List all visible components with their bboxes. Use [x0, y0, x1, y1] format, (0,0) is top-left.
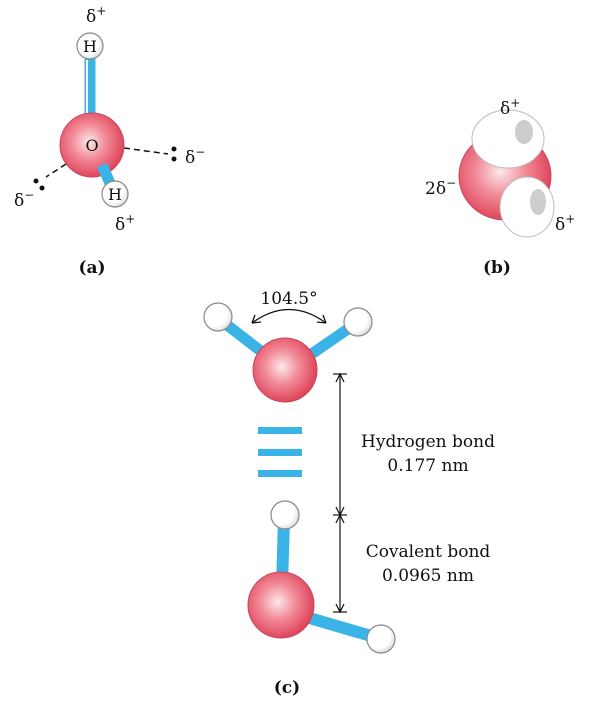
charge-top: δ+ [86, 4, 106, 27]
lone-pair-right [123, 146, 177, 162]
hydrogen-space-filling-top [471, 109, 545, 169]
hydrogen-label-bottom: H [108, 185, 122, 204]
hydrogen-bond-label: Hydrogen bond [361, 432, 495, 452]
hydrogen-bond-length: 0.177 nm [387, 456, 468, 476]
charge-bottom: δ+ [115, 212, 135, 235]
hydrogen-space-filling-bottom [499, 176, 555, 238]
hydrogen-atom-bottom [101, 180, 129, 208]
hydrogen-atom-top-left [203, 302, 233, 332]
oxygen-atom-bottom [247, 571, 315, 639]
charge-top: δ+ [500, 96, 520, 119]
dimension-lines [333, 372, 347, 614]
lone-pair-left [33, 163, 67, 191]
angle-arc [251, 308, 327, 324]
hydrogen-atom-top-right [343, 307, 373, 337]
covalent-bond-length: 0.0965 nm [382, 566, 474, 586]
panel-a: O H H δ+ δ+ δ− δ− (a) [14, 4, 205, 278]
oxygen-atom [59, 112, 125, 178]
charge-bottom: δ+ [555, 212, 575, 235]
covalent-bond-label: Covalent bond [366, 542, 491, 562]
panel-label-c: (c) [274, 678, 300, 698]
hydrogen-atom-bottom-top [270, 500, 300, 530]
hydrogen-atom-top [76, 32, 104, 60]
oxygen-atom-top [252, 337, 318, 403]
bond-top [84, 58, 96, 118]
charge-oxygen: 2δ− [425, 176, 456, 199]
panel-label-a: (a) [78, 258, 105, 278]
oxygen-label: O [85, 136, 98, 155]
hydrogen-label-top: H [83, 37, 97, 56]
hydrogen-atom-bottom-right [366, 624, 396, 654]
bond-angle-label: 104.5° [260, 289, 317, 309]
panel-b: δ+ δ+ 2δ− (b) [425, 96, 575, 278]
panel-label-b: (b) [483, 258, 511, 278]
charge-left: δ− [14, 188, 34, 211]
hydrogen-bond-dashes [258, 427, 302, 477]
panel-c: 104.5° Hydrogen bond [203, 289, 495, 698]
bond-bottom-diagonal [304, 611, 380, 644]
charge-right: δ− [185, 145, 205, 168]
